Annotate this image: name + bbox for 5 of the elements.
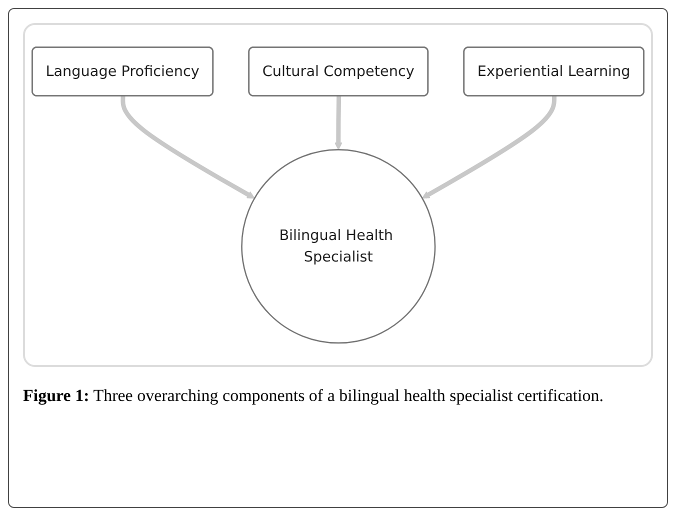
arrow — [120, 96, 255, 199]
arrow — [334, 96, 342, 150]
arrow — [422, 96, 557, 198]
figure-caption: Figure 1: Three overarching components of a bilingual health specialist certification. — [23, 385, 604, 407]
node-circle: Bilingual Health Specialist — [241, 148, 436, 344]
